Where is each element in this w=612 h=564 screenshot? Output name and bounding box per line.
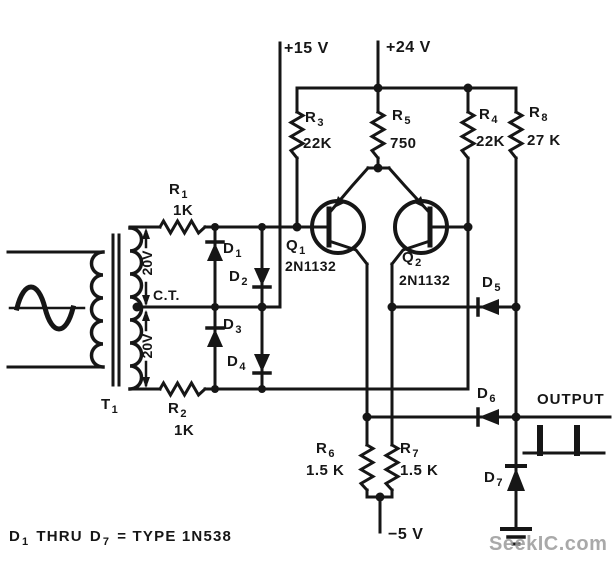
output-waveform [522,425,606,456]
watermark: SeekIC.com [489,533,608,555]
diode-d4-ref: D4 [227,353,246,373]
wire-emitter-junction [327,165,432,215]
transistor-q2-ref: Q2 [402,249,422,269]
resistor-r4 [459,86,477,229]
diode-d3 [205,326,225,347]
resistor-r8-value: 27 K [527,132,561,149]
ground-icon [500,527,532,546]
resistor-r5-value: 750 [390,135,417,152]
transistor-q1-ref: Q1 [286,237,306,257]
sine-wave-icon [13,284,77,332]
wire-plus24-rail [295,40,518,90]
diode-d3-ref: D3 [223,316,242,336]
resistor-r8-ref: R8 [529,104,548,124]
resistor-r4-value: 22K [476,133,506,150]
resistor-r4-ref: R4 [479,106,498,126]
resistor-r3-ref: R3 [305,109,324,129]
ac-input-leads [6,250,105,369]
junction-dots [132,83,521,502]
diode-d2-ref: D2 [229,268,248,288]
supply-plus24-label: +24 V [386,39,431,56]
resistor-r5 [369,86,387,170]
resistor-r7 [383,442,401,499]
resistor-r5-ref: R5 [392,107,411,127]
resistor-r6 [358,442,376,499]
resistor-r2-ref: R2 [168,400,187,420]
diode-d5-ref: D5 [482,274,501,294]
resistor-r6-value: 1.5 K [306,462,345,479]
q2-emitter-arrow-icon [414,196,425,208]
resistor-r1-value: 1K [173,202,194,219]
upper-winding-voltage-label: 20V [139,250,155,276]
transformer-t1-ref: T1 [101,396,119,416]
transistor-q1 [310,196,370,267]
diode-d4 [252,354,272,375]
diode-d5 [476,297,499,317]
supply-minus5-label: −5 V [388,526,424,543]
resistor-r2-value: 1K [174,422,195,439]
diode-d1 [205,240,225,261]
diode-d7-ref: D7 [484,469,503,489]
output-label: OUTPUT [537,391,605,408]
transformer-primary-coil [89,250,105,369]
resistor-r7-value: 1.5 K [400,462,439,479]
resistor-r7-ref: R7 [400,440,419,460]
diode-d6-ref: D6 [477,385,496,405]
diode-d2 [252,268,272,289]
resistor-r1 [157,218,208,236]
transistor-q2-part: 2N1132 [399,272,451,288]
resistor-r2 [157,380,208,398]
resistor-r1-ref: R1 [169,181,188,201]
resistor-r3-value: 22K [303,135,333,152]
diode-d7 [505,464,527,491]
diode-d1-ref: D1 [223,240,242,260]
q1-emitter-arrow-icon [334,196,345,208]
transformer-core [111,233,121,387]
resistor-r6-ref: R6 [316,440,335,460]
supply-plus15-label: +15 V [284,40,329,57]
resistor-r3 [288,86,306,229]
center-tap-label: C.T. [153,287,180,303]
transistor-q1-part: 2N1132 [285,258,337,274]
diode-d6 [476,407,499,427]
transistor-q2 [389,196,449,267]
lower-winding-voltage-label: 20V [139,333,155,359]
winding-voltage-arrows [142,228,150,388]
wire-center-tap [135,41,282,309]
